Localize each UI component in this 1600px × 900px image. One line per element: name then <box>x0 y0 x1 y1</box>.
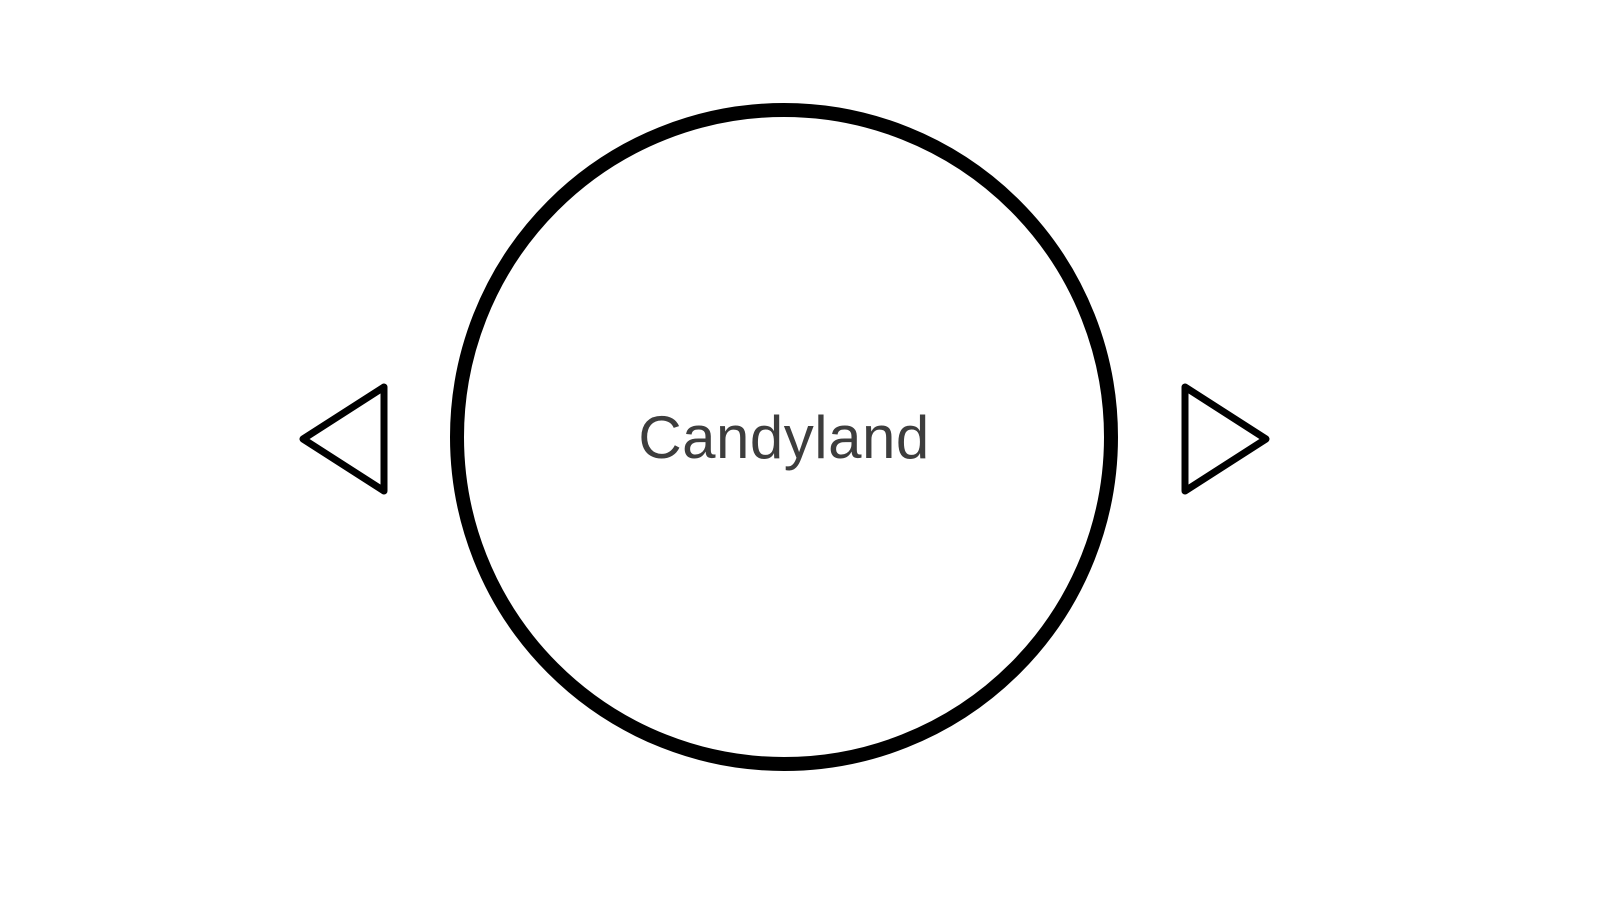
right-triangle-icon <box>1178 380 1273 498</box>
carousel-item-circle[interactable]: Candyland <box>450 103 1118 771</box>
left-triangle-icon <box>296 380 391 498</box>
previous-arrow-button[interactable] <box>296 380 391 498</box>
carousel-item-label: Candyland <box>638 403 930 471</box>
next-arrow-button[interactable] <box>1178 380 1273 498</box>
